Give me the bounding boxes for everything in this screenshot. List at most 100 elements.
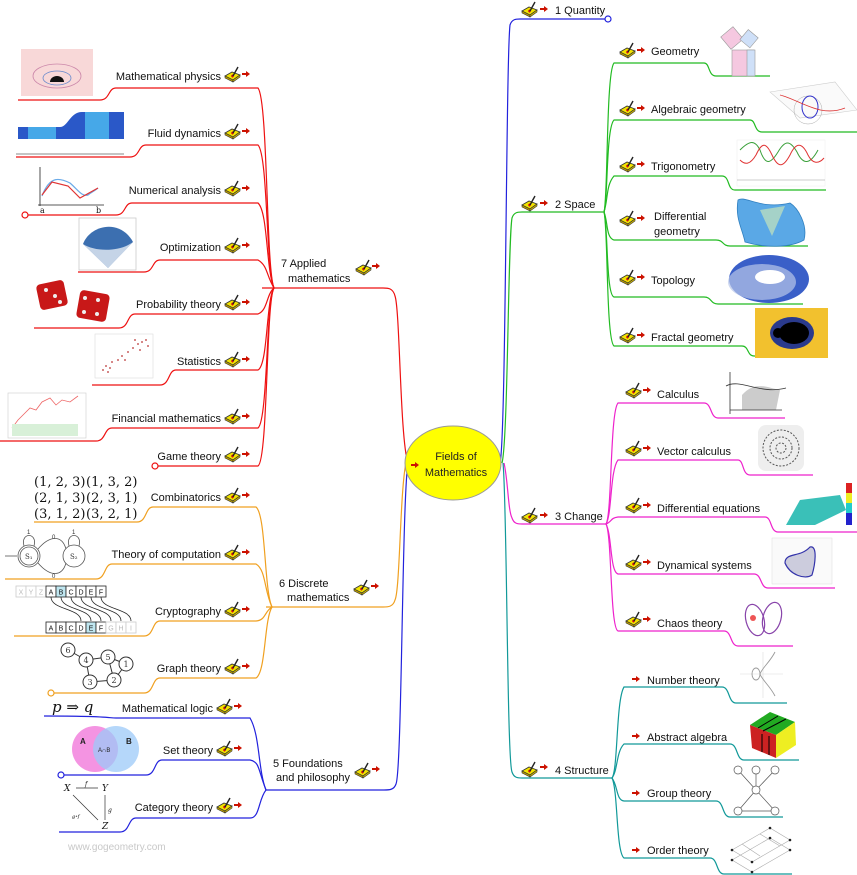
topic-theory-of-computation[interactable]: Theory of computation S₁ S₂ 1 0 1 0 [5,530,251,580]
pen-note-icon[interactable] [355,259,372,276]
branch-label-line2: mathematics [288,273,351,285]
svg-text:S₂: S₂ [70,553,78,561]
trunk-foundations [266,462,409,791]
branch-foundations[interactable]: 5 Foundations and philosophy [273,758,381,784]
topic-dynamical-systems[interactable]: Dynamical systems [625,537,833,585]
center-node[interactable]: Fields of Mathematics [404,425,502,501]
arrow-right-icon[interactable] [370,582,380,590]
branch-label: 7 Applied [281,258,326,270]
collapse-toggle[interactable] [47,689,55,697]
svg-text:g: g [108,807,112,814]
pen-note-icon[interactable] [354,762,371,779]
stock-chart-image [7,392,87,439]
cipher-letter: C [68,626,73,633]
topic-fractal-geometry[interactable]: Fractal geometry [619,308,828,358]
topic-algebraic-geometry[interactable]: Algebraic geometry [619,81,857,125]
topic-fluid-dynamics[interactable]: Fluid dynamics [16,112,251,155]
arrow-right-icon[interactable] [539,199,549,207]
topic-differential-geometry[interactable]: Differential geometry [619,198,806,247]
arrow-right-icon[interactable] [539,763,549,771]
pen-note-icon[interactable] [521,761,538,778]
svg-text:Trigonometry: Trigonometry [651,161,716,173]
center-label-line1: Fields of [435,451,478,463]
topic-game-theory[interactable]: Game theory [157,446,251,463]
topic-mathematical-logic[interactable]: Mathematical logic p ⇒ q [52,698,243,716]
branch-change[interactable]: 3 Change [521,507,603,524]
topic-group-theory[interactable]: Group theory [631,765,780,816]
collapse-toggle[interactable] [604,15,612,23]
topic-mathematical-physics[interactable]: Mathematical physics [21,49,251,96]
topic-graph-theory[interactable]: Graph theory 6 4 5 1 2 3 [60,642,251,690]
topic-set-theory[interactable]: Set theory A B A∩B [72,726,243,772]
svg-text:1: 1 [27,530,31,536]
cipher-shift-arrow [60,596,92,622]
topic-financial-mathematics[interactable]: Financial mathematics [7,392,251,439]
topic-abstract-algebra[interactable]: Abstract algebra [631,712,796,758]
trunk-quantity [499,18,605,464]
cipher-cell [125,621,137,634]
svg-text:Dynamical systems: Dynamical systems [657,560,752,572]
arrow-right-icon[interactable] [539,511,549,519]
structure-children: Number theory Abstract algebra Group the… [631,651,796,874]
topic-topology[interactable]: Topology [619,255,809,303]
collapse-toggle[interactable] [57,771,65,779]
collapse-toggle[interactable] [21,211,29,219]
svg-text:Number theory: Number theory [647,675,720,687]
svg-text:X: X [63,784,71,794]
svg-text:4: 4 [83,656,88,665]
pen-note-icon[interactable] [521,1,538,18]
branch-quantity[interactable]: 1 Quantity [521,1,612,23]
collapse-toggle[interactable] [151,462,159,470]
cipher-letter: D [78,626,83,633]
topic-probability-theory[interactable]: Probability theory [36,279,251,322]
dice-image [36,280,110,322]
svg-text:Fractal geometry: Fractal geometry [651,332,734,344]
topic-numerical-analysis[interactable]: Numerical analysis a b [38,167,251,215]
svg-text:Graph theory: Graph theory [157,663,222,675]
svg-text:Game theory: Game theory [157,451,221,463]
arrow-right-icon[interactable] [371,765,381,773]
cipher-shift-arrow [90,596,122,622]
cipher-letter: F [99,590,103,597]
branch-applied[interactable]: 7 Applied mathematics [281,258,381,285]
pen-note-icon[interactable] [521,195,538,212]
cipher-shift-arrow [100,596,132,622]
topic-chaos-theory[interactable]: Chaos theory [625,600,785,638]
cipher-letter: E [89,590,94,597]
svg-text:Financial mathematics: Financial mathematics [112,413,222,425]
arrow-right-icon[interactable] [371,262,381,270]
topic-optimization[interactable]: Optimization [78,217,251,271]
applied-links [0,87,275,467]
pen-note-icon[interactable] [353,579,370,596]
branch-structure[interactable]: 4 Structure [521,761,609,778]
topic-differential-equations[interactable]: Differential equations [625,483,852,525]
trunk-lines [262,18,612,791]
svg-text:Geometry: Geometry [651,46,700,58]
cipher-shift-arrow [70,596,102,622]
branch-discrete[interactable]: 6 Discrete mathematics [279,578,380,604]
topic-trigonometry[interactable]: Trigonometry [619,139,826,187]
topic-combinatorics[interactable]: Combinatorics (1, 2, 3) (1, 3, 2) (2, 1,… [34,475,251,522]
topic-geometry[interactable]: Geometry [619,26,759,77]
pen-note-icon[interactable] [521,507,538,524]
pde-surface-image [786,483,852,525]
svg-text:(1, 2, 3): (1, 2, 3) [34,475,86,490]
sine-cosine-plot-image [736,139,826,187]
branch-label: 5 Foundations [273,758,343,770]
arrow-right-icon[interactable] [539,5,549,13]
topic-vector-calculus[interactable]: Vector calculus [625,425,804,471]
topic-order-theory[interactable]: Order theory [631,826,792,874]
svg-text:A: A [80,737,86,746]
topic-calculus[interactable]: Calculus [625,372,787,414]
topic-number-theory[interactable]: Number theory [631,651,783,698]
topic-statistics[interactable]: Statistics [94,333,251,379]
svg-text:Y: Y [102,784,109,794]
center-label-line2: Mathematics [425,467,488,479]
cipher-letter: C [68,590,73,597]
svg-text:Z: Z [101,822,109,832]
svg-text:geometry: geometry [654,226,700,238]
topic-category-theory[interactable]: Category theory X Y Z f g g∘f [63,781,243,832]
space-children: Geometry Algebraic geometry Trigonometry [619,26,857,358]
branch-space[interactable]: 2 Space [521,195,595,212]
